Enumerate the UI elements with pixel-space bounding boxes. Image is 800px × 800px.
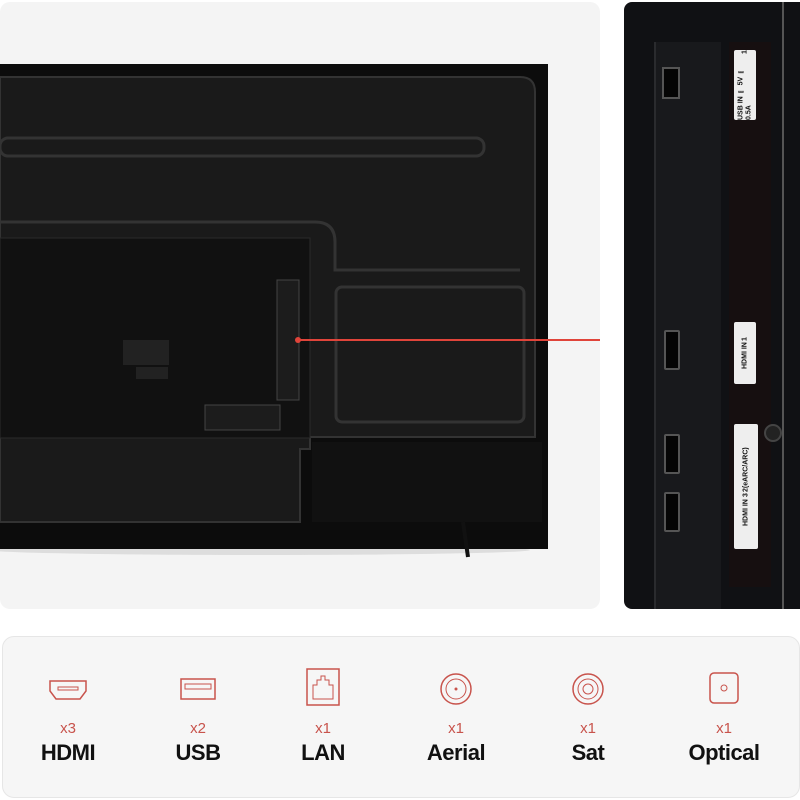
port-closeup-image: USB IN ⎓ 5V ⎓ 0.5A 1 HDMI IN 1 HDMI IN 3… [624,2,800,609]
usb-icon [180,678,216,700]
tv-back-illustration [0,64,600,558]
aerial-icon [440,673,472,705]
tv-back-image [0,2,600,609]
hdmi-icon [49,680,87,700]
port-summary: x3 HDMI x2 USB x1 LAN x1 Aerial x1 Sat x… [2,636,800,798]
screw-icon [764,424,782,442]
sat-icon [572,673,604,705]
hdmi-in-1-label: HDMI IN 1 [734,322,756,384]
hdmi-port-2 [664,434,680,474]
usb-port [662,67,680,99]
lan-icon [306,668,340,706]
hdmi-in-23-label: HDMI IN 3 2(eARC/ARC) [734,424,758,549]
usb-label: USB IN ⎓ 5V ⎓ 0.5A 1 [734,50,756,120]
hdmi-port-3 [664,492,680,532]
optical-icon [709,672,739,704]
hdmi-port-1 [664,330,680,370]
